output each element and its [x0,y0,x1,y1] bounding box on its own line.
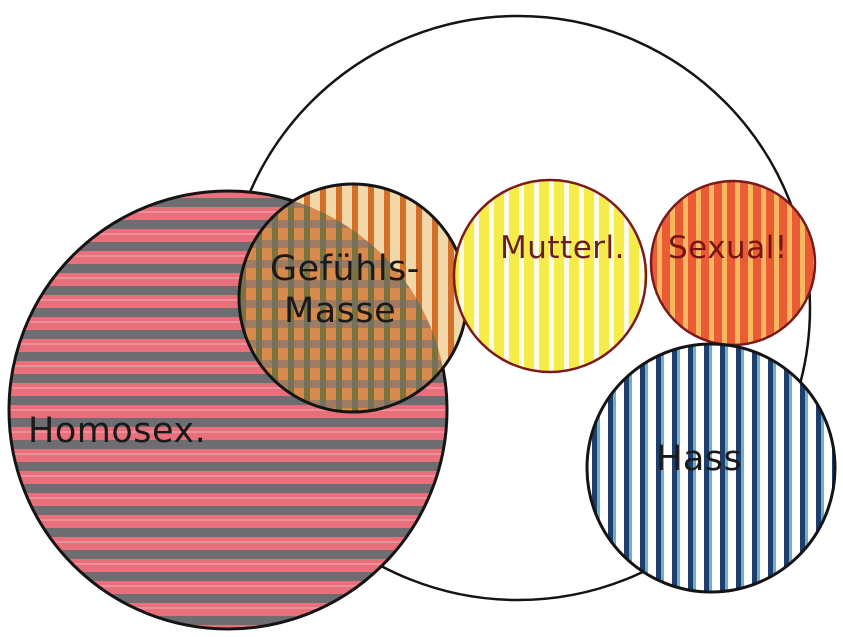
hass-circle [585,342,837,594]
homosex-label: Homosex. [28,411,206,451]
gefuehls-label-line1: Gefühls- [270,249,420,289]
sexual-label: Sexual! [668,230,788,266]
gefuehls-label-line2: Masse [284,291,396,331]
mutterl-label: Mutterl. [500,230,625,266]
mutterl-circle [452,178,648,374]
hass-label: Hass [656,439,742,479]
